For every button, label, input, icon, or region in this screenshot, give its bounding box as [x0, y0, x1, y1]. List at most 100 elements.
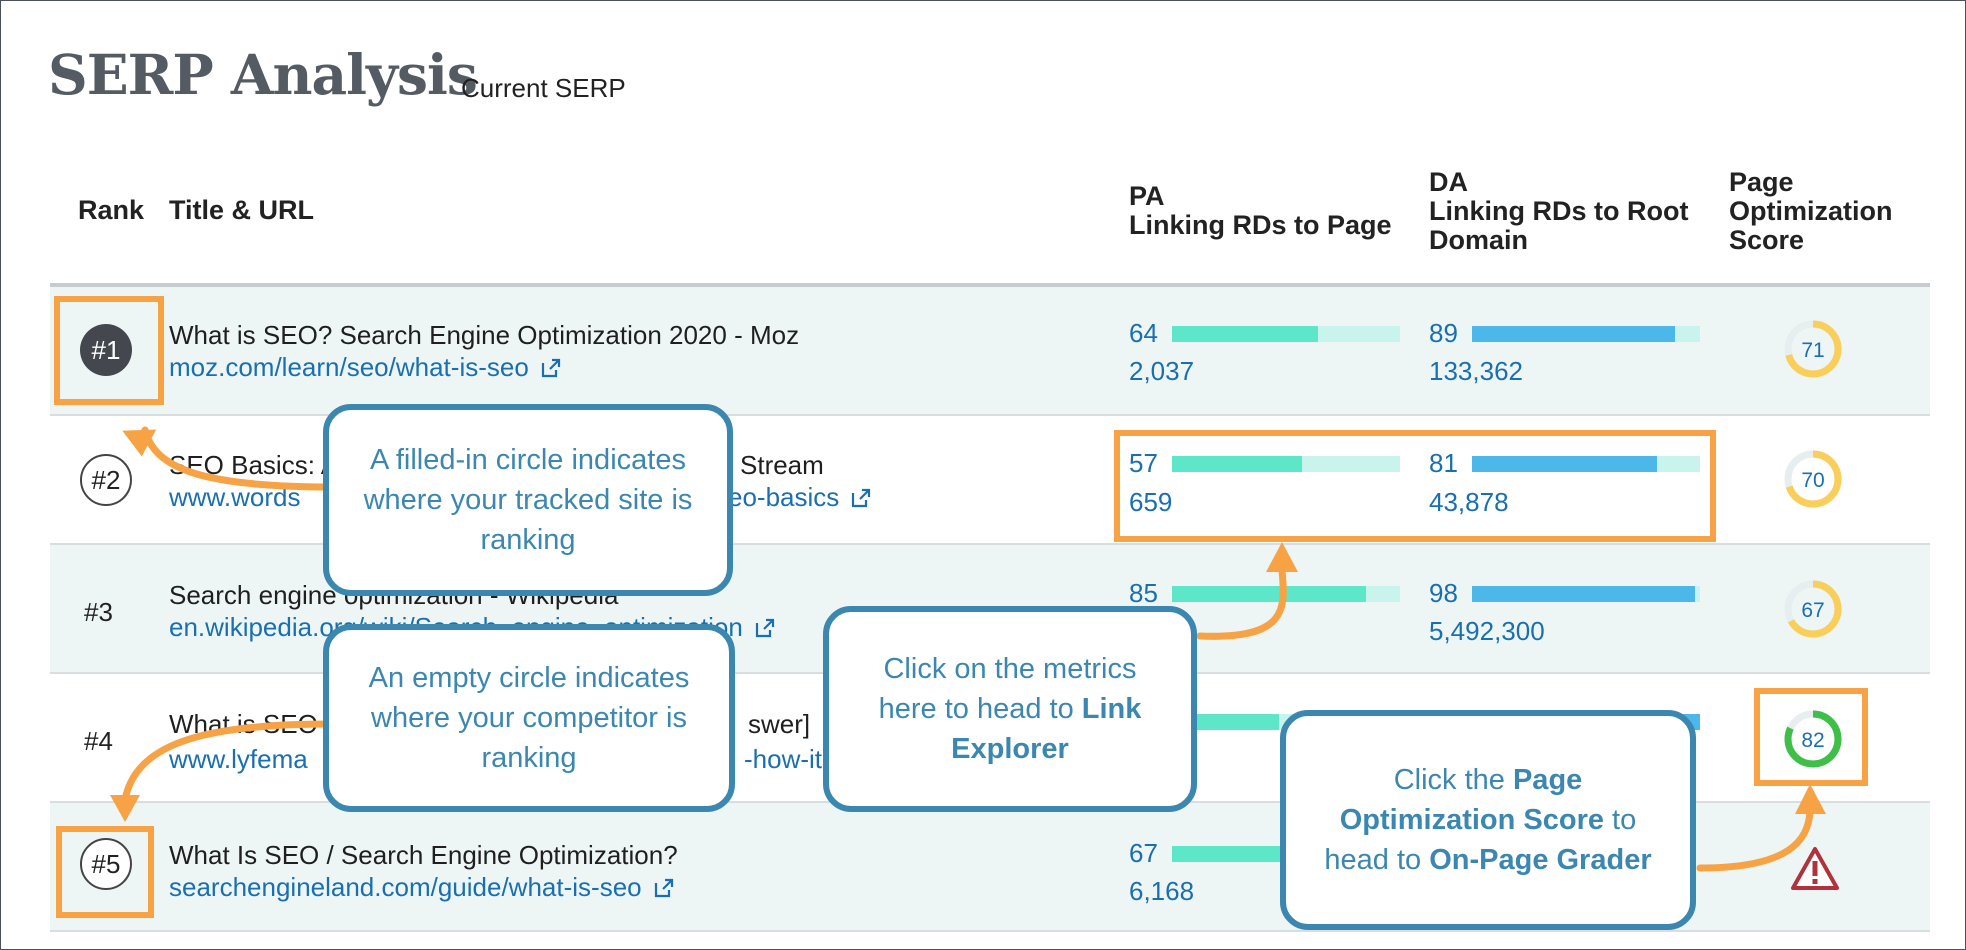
da-value-3[interactable]: 98 [1429, 578, 1458, 608]
callout-metrics-part-a: Click on the metrics here to head to [878, 653, 1137, 725]
callout-empty-circle: An empty circle indicates where your com… [323, 624, 735, 812]
arrowhead [1795, 784, 1826, 814]
table-row [50, 287, 1930, 416]
da-bar-1[interactable] [1472, 326, 1700, 342]
pa-bar-fill [1172, 456, 1302, 472]
pa-bar-fill [1172, 714, 1279, 730]
pa-linking-rds-5[interactable]: 6,168 [1129, 876, 1195, 906]
callout-pos-text: Click the Page Optimization Score to hea… [1286, 760, 1690, 880]
external-link-icon[interactable] [755, 618, 775, 638]
rank-badge-empty: #5 [80, 838, 132, 890]
external-link-icon[interactable] [541, 358, 561, 378]
gauge-arc [1784, 580, 1842, 638]
callout-filled-text: A filled-in circle indicates where your … [363, 444, 693, 556]
da-linking-rds-1[interactable]: 133,362 [1429, 356, 1523, 386]
gauge-score-value: 70 [1801, 469, 1824, 492]
col-header-pa: PA Linking RDs to Page [1129, 182, 1392, 240]
da-bar-fill [1472, 586, 1695, 602]
pa-bar-1[interactable] [1172, 326, 1400, 342]
da-linking-rds-3[interactable]: 5,492,300 [1429, 616, 1545, 646]
table-row [50, 416, 1930, 545]
col-header-pa-label: PA [1129, 181, 1165, 211]
callout-metrics-text: Click on the metrics here to head to Lin… [829, 649, 1191, 769]
result-url-5[interactable]: searchengineland.com/guide/what-is-seo [169, 872, 674, 903]
arrowhead [1266, 542, 1298, 572]
rank-badge-empty: #2 [80, 454, 132, 506]
external-link-icon[interactable] [851, 488, 871, 508]
col-header-pa-sub: Linking RDs to Page [1129, 210, 1392, 240]
arrow-to-rank-1 [141, 426, 339, 491]
pa-value-5[interactable]: 67 [1129, 838, 1158, 868]
col-header-da: DA Linking RDs to Root Domain [1429, 168, 1688, 255]
score-gauge-svg[interactable]: 70 [1782, 448, 1844, 510]
result-title-5: What Is SEO / Search Engine Optimization… [169, 840, 678, 870]
score-gauge-svg[interactable]: 71 [1782, 318, 1844, 380]
header-divider [50, 283, 1930, 287]
col-header-page-optimization-score: Page Optimization Score [1729, 168, 1893, 255]
pa-bar-fill [1172, 586, 1366, 602]
highlight-box-rank-1 [54, 296, 164, 405]
pa-value-3[interactable]: 85 [1129, 578, 1158, 608]
result-title-2-tail: Stream [740, 450, 824, 480]
arrow-to-rank-5 [121, 720, 334, 804]
rank-badge-filled: #1 [80, 324, 132, 376]
callout-filled-circle: A filled-in circle indicates where your … [323, 404, 733, 596]
rank-text: #4 [84, 726, 113, 756]
pa-bar-2[interactable] [1172, 456, 1400, 472]
col-header-da-sub2: Domain [1429, 225, 1529, 255]
da-bar-3[interactable] [1472, 586, 1700, 602]
result-url-text[interactable]: searchengineland.com/guide/what-is-seo [169, 872, 642, 902]
pa-value-2[interactable]: 57 [1129, 448, 1158, 478]
external-link-icon[interactable] [654, 878, 674, 898]
callout-metrics: Click on the metrics here to head to Lin… [823, 606, 1197, 812]
page-optimization-score-gauge-1[interactable]: 71 [1782, 318, 1844, 380]
arrowhead [122, 429, 157, 457]
result-url-text[interactable]: moz.com/learn/seo/what-is-seo [169, 352, 529, 382]
page-subtitle: Current SERP [461, 73, 626, 103]
col-header-pos-line1: Page [1729, 167, 1794, 197]
gauge-score-value: 82 [1801, 729, 1824, 752]
pa-linking-rds-1[interactable]: 2,037 [1129, 356, 1195, 386]
arrowhead [110, 795, 140, 822]
da-bar-fill [1472, 326, 1675, 342]
result-url-1[interactable]: moz.com/learn/seo/what-is-seo [169, 352, 561, 383]
result-title-1: What is SEO? Search Engine Optimization … [169, 320, 800, 350]
result-url-4[interactable]: www.lyfema [169, 744, 308, 774]
gauge-score-value: 71 [1801, 339, 1824, 362]
gauge-arc [1784, 450, 1842, 508]
gauge-arc [1784, 710, 1842, 768]
highlight-box-metrics [1114, 430, 1716, 542]
score-gauge-svg[interactable]: 82 [1782, 708, 1844, 770]
da-value-1[interactable]: 89 [1429, 318, 1458, 348]
arrow-to-score [1696, 808, 1814, 872]
col-header-da-sub1: Linking RDs to Root [1429, 196, 1689, 226]
da-linking-rds-2[interactable]: 43,878 [1429, 487, 1509, 517]
result-url-2-tail[interactable]: eo-basics [728, 482, 871, 513]
page-optimization-score-gauge-2[interactable]: 70 [1782, 448, 1844, 510]
score-gauge-svg[interactable]: 67 [1782, 578, 1844, 640]
highlight-box-score [1754, 688, 1868, 786]
warning-triangle-icon[interactable] [1790, 846, 1840, 892]
pa-linking-rds-2[interactable]: 659 [1129, 487, 1173, 517]
callout-pos-part-c: to head to [1324, 804, 1637, 876]
result-title-4-tail: swer] [748, 709, 811, 739]
rank-text: #3 [84, 597, 113, 627]
gauge-arc [1784, 320, 1842, 378]
page-title: SERP Analysis [48, 42, 478, 107]
col-header-da-label: DA [1429, 167, 1468, 197]
da-bar-2[interactable] [1472, 456, 1700, 472]
page-optimization-score-gauge-3[interactable]: 67 [1782, 578, 1844, 640]
gauge-score-value: 67 [1801, 599, 1824, 622]
da-value-2[interactable]: 81 [1429, 448, 1458, 478]
arrow-to-metrics [1196, 566, 1287, 640]
page-optimization-score-gauge-4[interactable]: 82 [1782, 708, 1844, 770]
callout-pos-page-optimization-score: Page Optimization Score [1339, 764, 1604, 836]
col-header-pos-line3: Score [1729, 225, 1805, 255]
pa-value-1[interactable]: 64 [1129, 318, 1158, 348]
col-header-title-url: Title & URL [169, 195, 315, 225]
result-url-4-tail[interactable]: -how-it [744, 744, 823, 774]
highlight-box-rank-5 [56, 826, 154, 918]
result-url-text[interactable]: eo-basics [728, 482, 840, 512]
callout-empty-text: An empty circle indicates where your com… [368, 662, 690, 774]
